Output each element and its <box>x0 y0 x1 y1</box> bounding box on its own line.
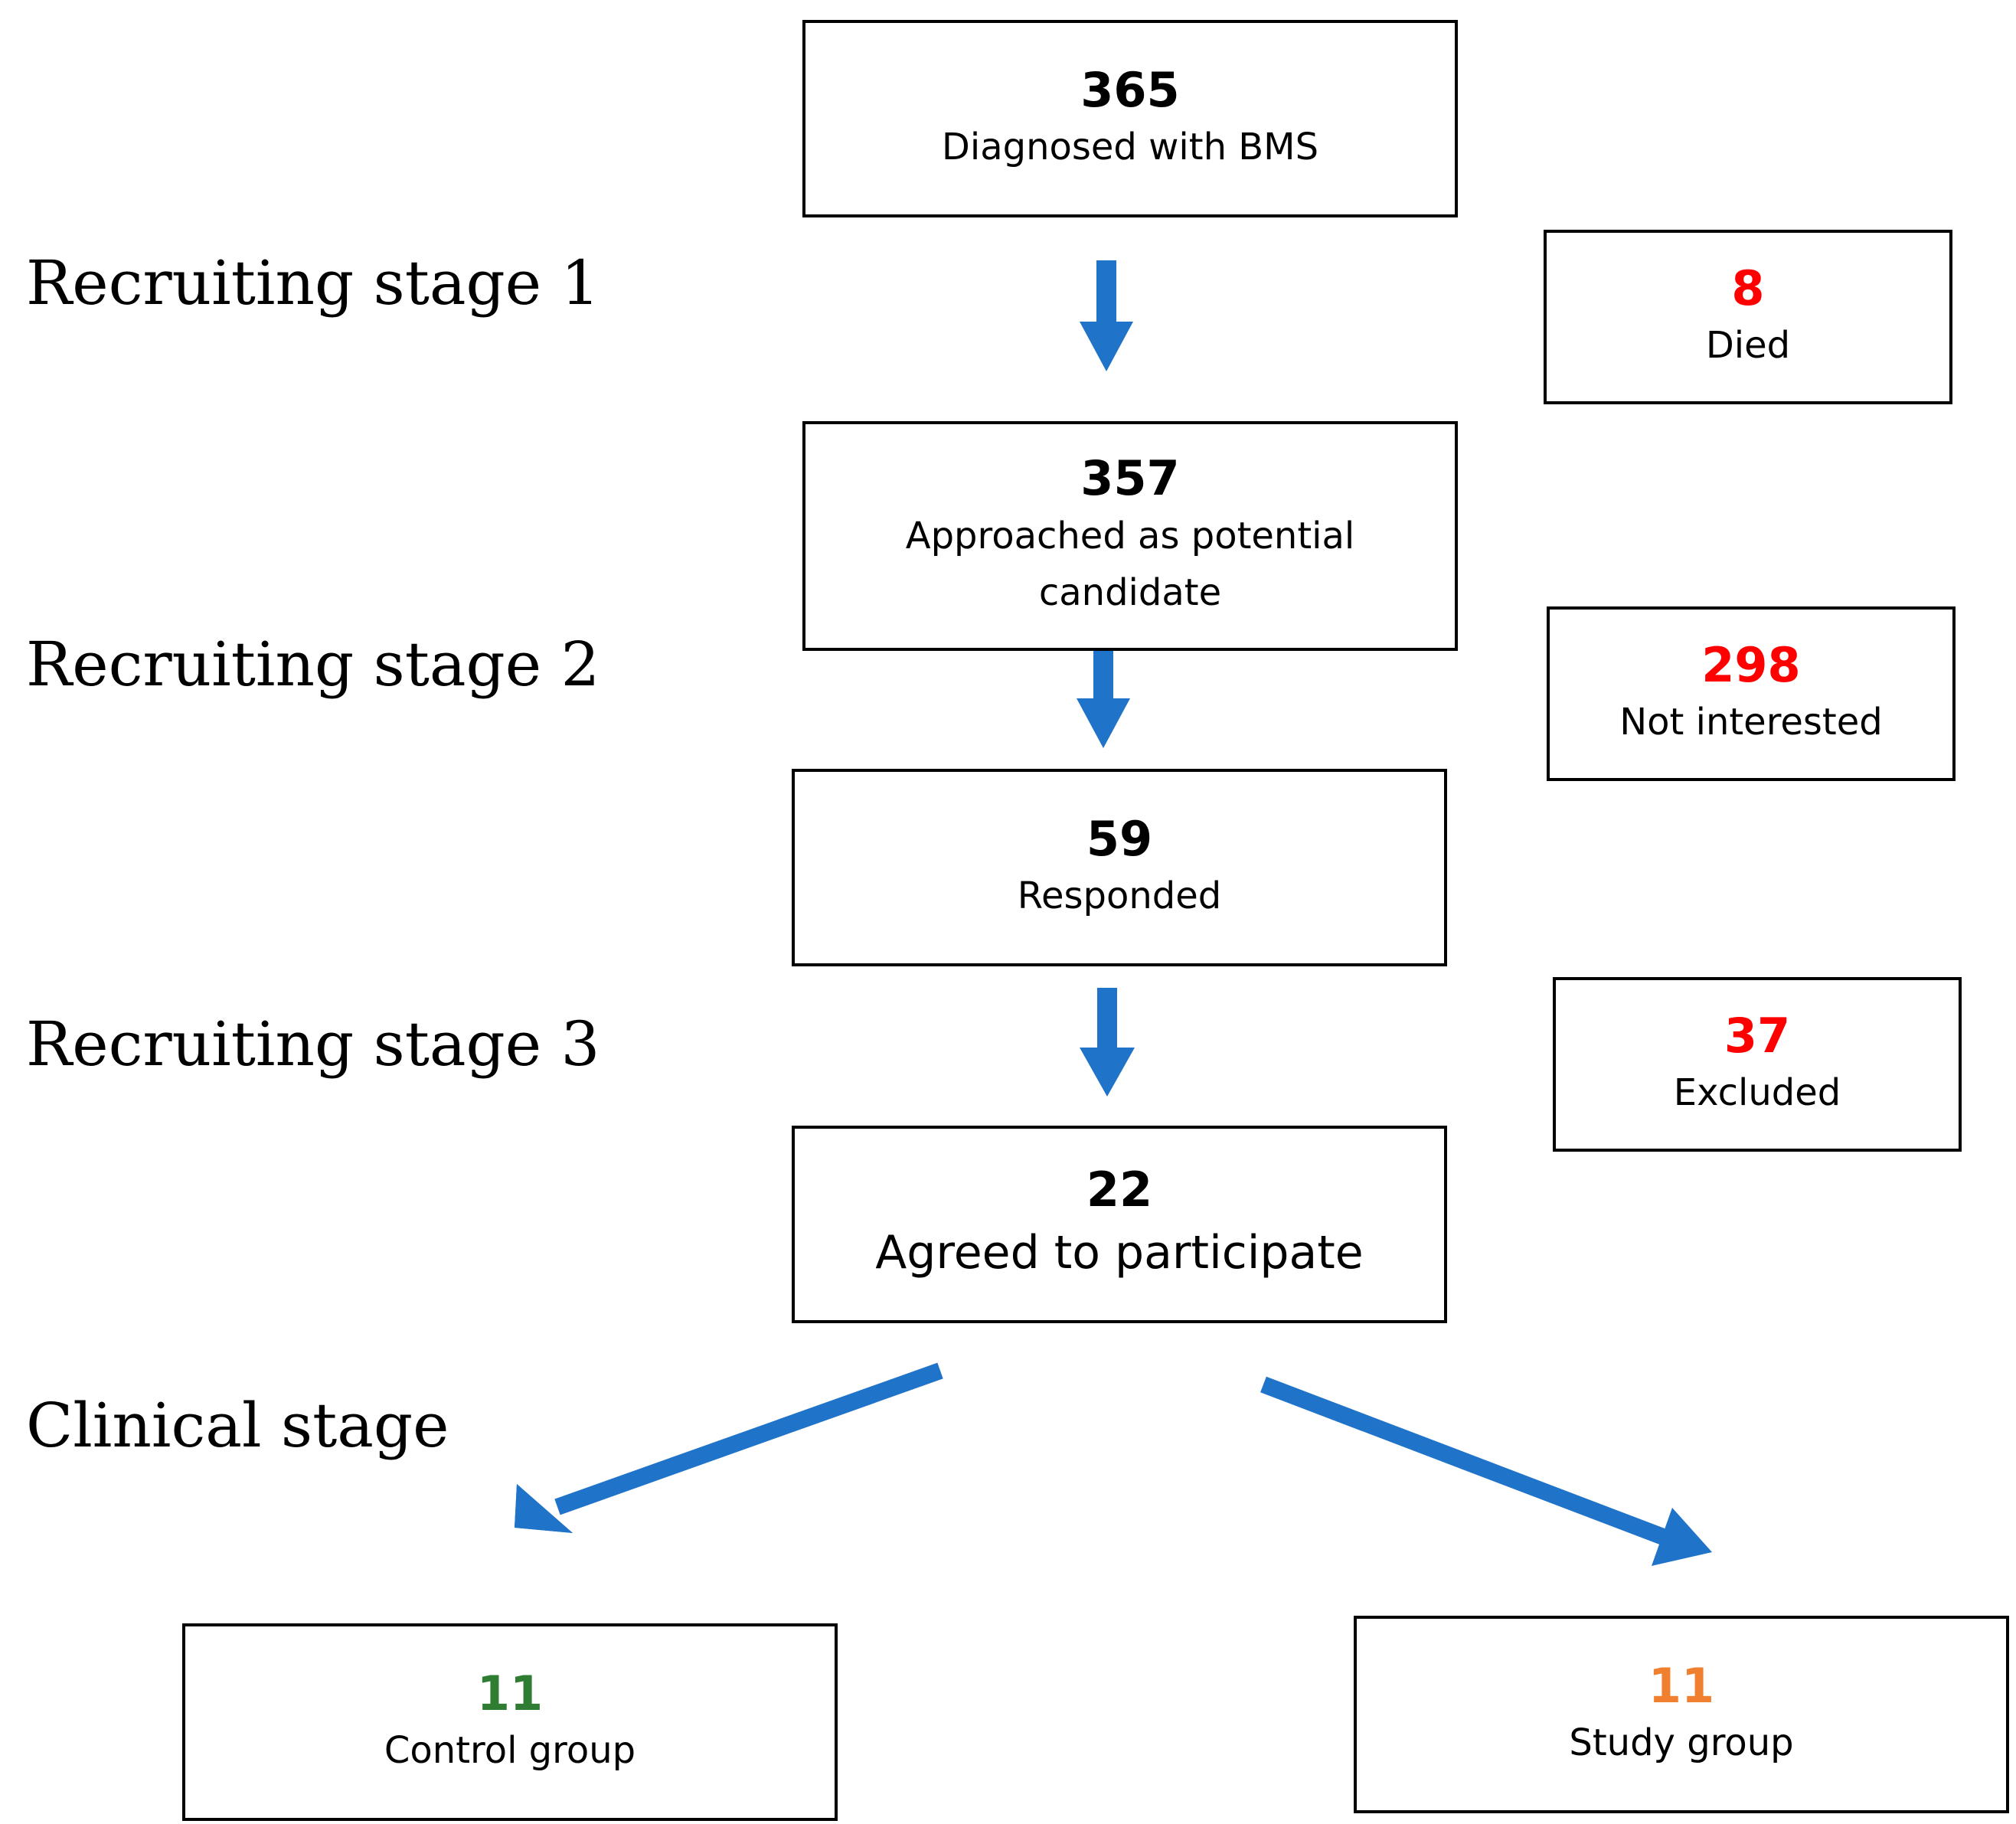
stage-label-clinical: Clinical stage <box>26 1390 449 1461</box>
agreed-count: 22 <box>1086 1161 1153 1218</box>
approached-count: 357 <box>1080 450 1180 507</box>
approached-box: 357 Approached as potential candidate <box>802 421 1458 651</box>
diagnosed-count: 365 <box>1080 61 1180 118</box>
responded-label: Responded <box>1017 874 1222 917</box>
stage-label-2: Recruiting stage 2 <box>26 629 600 700</box>
study-group-label: Study group <box>1569 1721 1794 1764</box>
not-interested-box: 298 Not interested <box>1547 606 1956 781</box>
diagnosed-label: Diagnosed with BMS <box>941 126 1319 168</box>
responded-box: 59 Responded <box>792 769 1447 966</box>
arrow-responded-to-agreed <box>1080 988 1135 1097</box>
study-group-count: 11 <box>1648 1657 1715 1714</box>
died-box: 8 Died <box>1544 230 1952 404</box>
stage-label-3: Recruiting stage 3 <box>26 1008 600 1080</box>
arrow-approached-to-responded <box>1077 642 1130 748</box>
control-group-label: Control group <box>384 1729 636 1772</box>
agreed-label: Agreed to participate <box>875 1226 1364 1280</box>
excluded-label: Excluded <box>1673 1071 1841 1114</box>
responded-count: 59 <box>1086 810 1153 867</box>
diagnosed-box: 365 Diagnosed with BMS <box>802 20 1458 217</box>
arrow-agreed-to-study <box>1260 1376 1712 1566</box>
approached-label: Approached as potential candidate <box>905 514 1355 615</box>
control-group-count: 11 <box>476 1665 544 1721</box>
arrow-agreed-to-control <box>515 1362 943 1533</box>
died-count: 8 <box>1731 260 1765 316</box>
died-label: Died <box>1705 324 1791 367</box>
stage-label-1: Recruiting stage 1 <box>26 247 600 319</box>
not-interested-label: Not interested <box>1619 701 1883 744</box>
not-interested-count: 298 <box>1701 636 1801 693</box>
excluded-count: 37 <box>1724 1007 1791 1064</box>
agreed-box: 22 Agreed to participate <box>792 1126 1447 1323</box>
study-group-box: 11 Study group <box>1354 1616 2009 1813</box>
arrow-diagnosed-to-approached <box>1080 260 1133 371</box>
control-group-box: 11 Control group <box>182 1623 838 1821</box>
excluded-box: 37 Excluded <box>1553 977 1962 1152</box>
